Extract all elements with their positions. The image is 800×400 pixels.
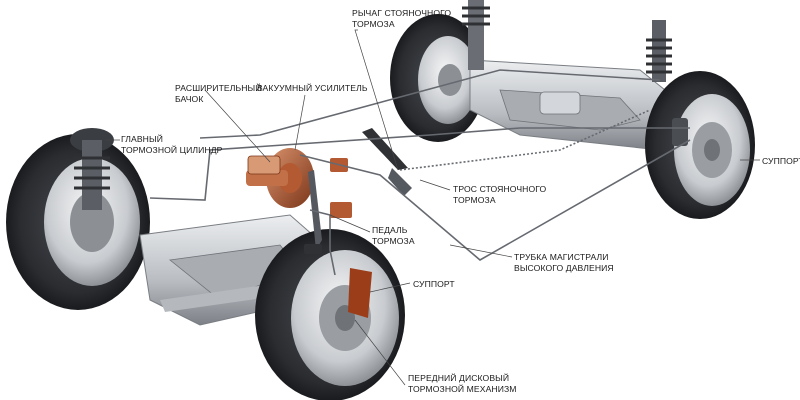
rear-caliper <box>672 118 688 146</box>
rear-left-shock <box>462 0 490 70</box>
label-caliper-rear: СУППОРТ <box>762 156 800 166</box>
label-caliper-front: СУППОРТ <box>413 279 455 289</box>
rear-right-wheel <box>645 71 755 219</box>
brake-lines <box>149 69 691 276</box>
leader-lines <box>105 29 760 386</box>
label-vacuum-booster: ВАКУУМНЫЙ УСИЛИТЕЛЬ <box>257 83 368 93</box>
expansion-tank <box>247 155 281 175</box>
brake-pedal <box>304 170 322 254</box>
front-left-strut <box>70 128 114 210</box>
rear-right-shock <box>646 20 672 82</box>
rear-left-wheel <box>390 14 486 142</box>
front-left-wheel <box>6 134 150 310</box>
front-right-wheel <box>255 229 405 400</box>
front-caliper <box>348 268 372 318</box>
